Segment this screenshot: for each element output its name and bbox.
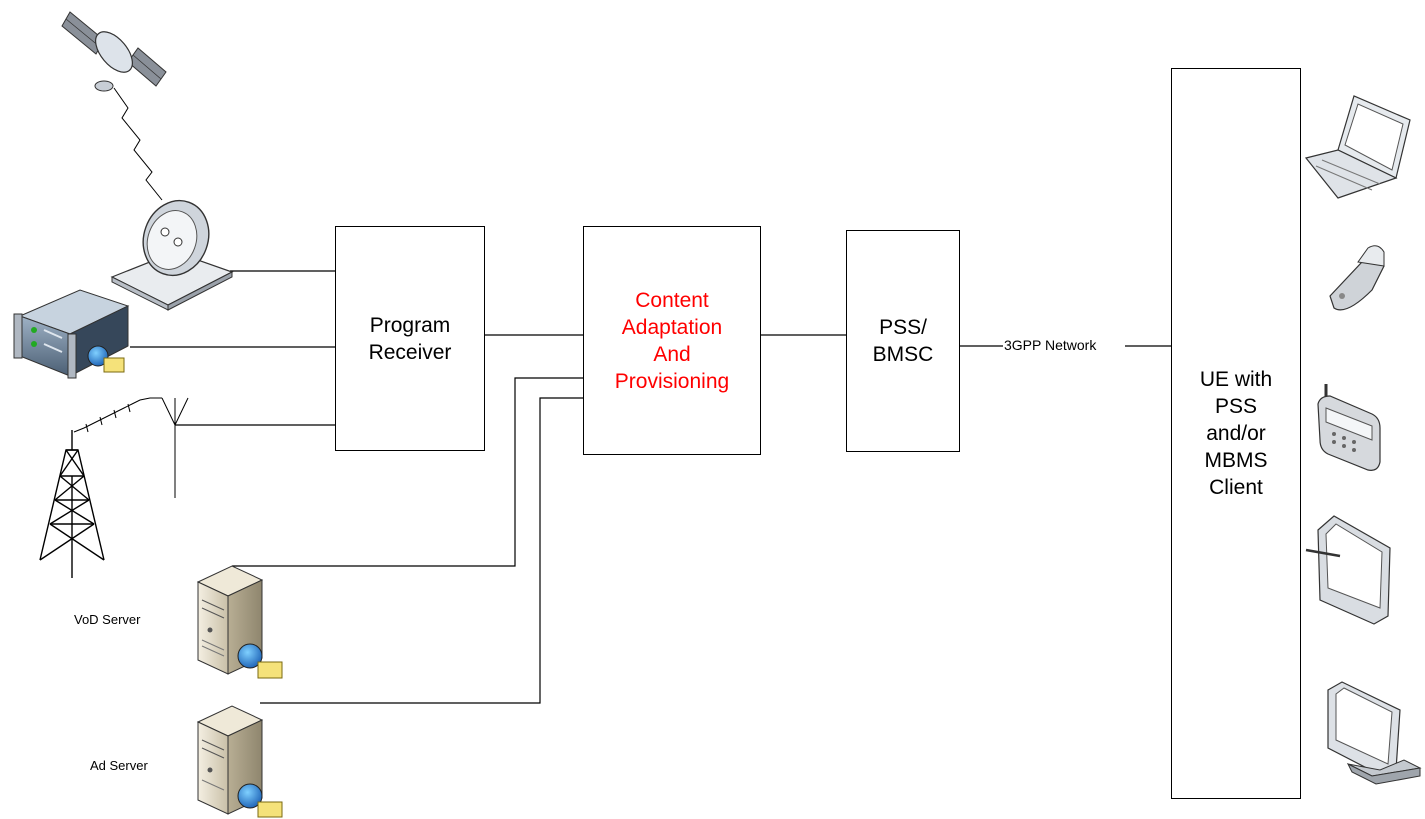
network-label: 3GPP Network: [1003, 337, 1098, 353]
mobile-phone-icon: [1317, 384, 1381, 471]
program-receiver-label: Program Receiver: [368, 313, 452, 364]
satellite-dish-icon: [110, 199, 234, 311]
satellite-link: [113, 87, 163, 201]
vod-server-icon: [196, 565, 283, 679]
pss-bmsc-block: PSS/ BMSC: [846, 230, 960, 452]
content-adaptation-label: Content Adaptation And Provisioning: [614, 288, 730, 393]
monitor-icon: [1327, 681, 1422, 785]
laptop-icon: [1304, 95, 1411, 199]
broadcast-tower-icon: [39, 430, 105, 578]
ue-client-label: UE with PSS and/or MBMS Client: [1199, 368, 1273, 499]
pss-bmsc-label: PSS/ BMSC: [872, 316, 934, 366]
ue-client-block: UE with PSS and/or MBMS Client: [1171, 68, 1301, 799]
ad-server-icon: [196, 705, 283, 818]
flip-phone-icon: [1329, 245, 1385, 311]
program-receiver-block: Program Receiver: [335, 226, 485, 451]
satellite-icon: [61, 11, 167, 92]
antenna-icon: [73, 397, 189, 498]
vod-server-label: VoD Server: [74, 612, 141, 627]
tablet-icon: [1305, 515, 1391, 625]
rack-server-icon: [13, 289, 130, 379]
connector-lines: [130, 270, 1171, 704]
ad-server-label: Ad Server: [90, 758, 148, 773]
content-adaptation-block: Content Adaptation And Provisioning: [583, 226, 761, 455]
